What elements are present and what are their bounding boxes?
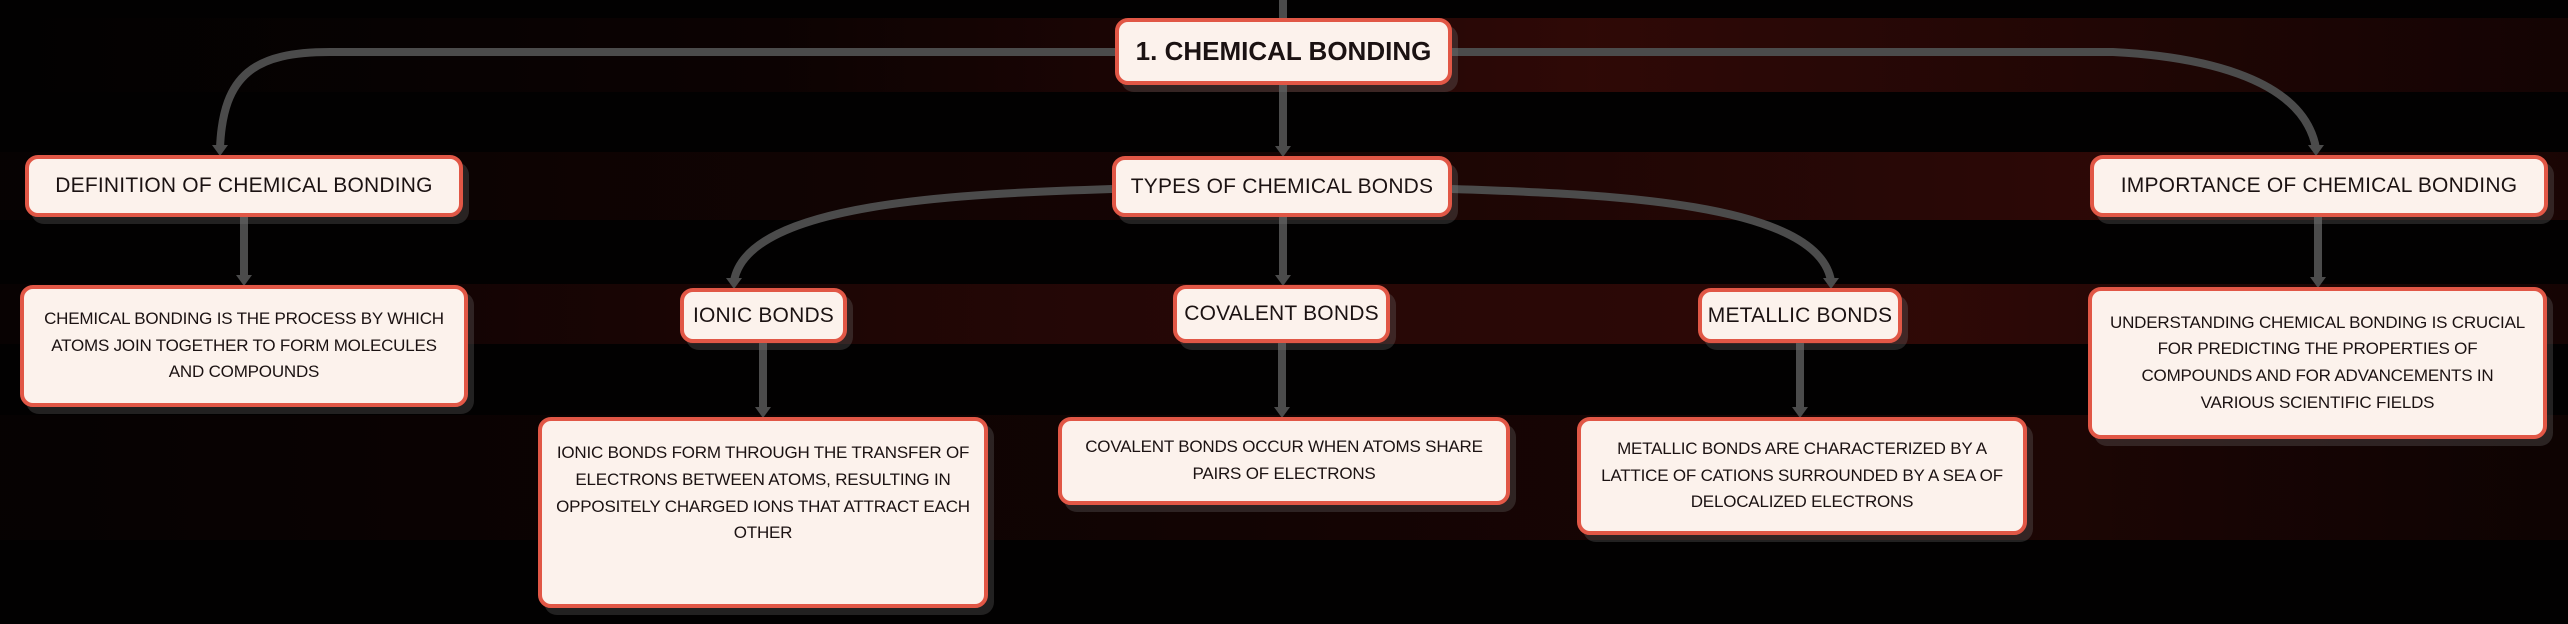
node-ionic-bonds[interactable]: IONIC BONDS [680, 288, 847, 343]
node-metallic-bonds-description[interactable]: METALLIC BONDS ARE CHARACTERIZED BY A LA… [1577, 417, 2027, 535]
node-covalent-bonds[interactable]: COVALENT BONDS [1173, 285, 1390, 343]
node-ionic-bonds-description[interactable]: IONIC BONDS FORM THROUGH THE TRANSFER OF… [538, 417, 988, 608]
node-metallic-bonds[interactable]: METALLIC BONDS [1698, 288, 1902, 343]
node-root-chemical-bonding[interactable]: 1. CHEMICAL BONDING [1115, 18, 1452, 85]
node-definition-of-chemical-bonding[interactable]: DEFINITION OF CHEMICAL BONDING [25, 155, 463, 217]
node-definition-description[interactable]: CHEMICAL BONDING IS THE PROCESS BY WHICH… [20, 285, 468, 407]
node-covalent-bonds-description[interactable]: COVALENT BONDS OCCUR WHEN ATOMS SHARE PA… [1058, 417, 1510, 505]
node-types-of-chemical-bonds[interactable]: TYPES OF CHEMICAL BONDS [1112, 156, 1452, 217]
node-importance-of-chemical-bonding[interactable]: IMPORTANCE OF CHEMICAL BONDING [2090, 155, 2548, 217]
node-importance-description[interactable]: UNDERSTANDING CHEMICAL BONDING IS CRUCIA… [2088, 287, 2547, 439]
